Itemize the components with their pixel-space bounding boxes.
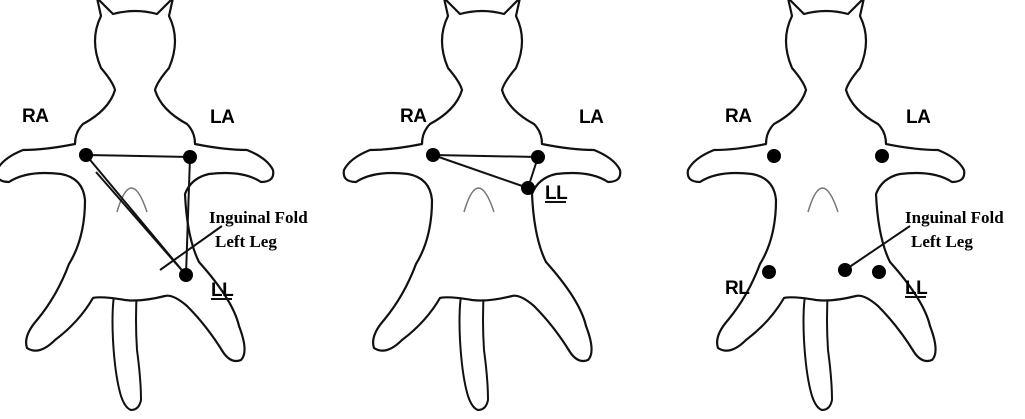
panel-3-label-ll: LL — [905, 278, 928, 299]
panel-2-label-ll: LL — [545, 183, 568, 204]
panel-1-electrode-ll — [179, 268, 193, 282]
panel-1-triangle-einthoven: RA LA LL Inguinal Fold Left Leg — [0, 0, 308, 410]
panel-1-label-ra: RA — [22, 106, 49, 127]
panel-2-electrode-la — [531, 150, 545, 164]
panel-3-note-inguinal-fold: Inguinal Fold — [905, 208, 1004, 227]
panel-3-electrode-rl — [762, 265, 776, 279]
panel-3-four-limb-placement: RA LA RL LL Inguinal Fold Left Leg — [688, 0, 1005, 410]
panel-3-note-left-leg: Left Leg — [911, 232, 973, 251]
panel-2-electrode-ra — [426, 148, 440, 162]
panel-1-note-left-leg: Left Leg — [215, 232, 277, 251]
panel-1-label-la: LA — [210, 107, 235, 128]
panel-3-electrode-la — [875, 149, 889, 163]
panel-2-chest-placement: RA LA LL — [344, 0, 621, 410]
panel-1-label-ll: LL — [211, 280, 234, 301]
panel-1-note-inguinal-fold: Inguinal Fold — [209, 208, 308, 227]
panel-3-electrode-inguinal — [838, 263, 852, 277]
panel-3-electrode-ll — [872, 265, 886, 279]
panel-2-label-la: LA — [579, 107, 604, 128]
panel-3-label-rl: RL — [725, 278, 750, 299]
panel-1-electrode-ra — [79, 148, 93, 162]
panel-3-label-ra: RA — [725, 106, 752, 127]
panel-3-electrode-ra — [767, 149, 781, 163]
panel-2-label-ra: RA — [400, 106, 427, 127]
panel-3-label-la: LA — [906, 107, 931, 128]
panel-2-electrode-ll — [521, 181, 535, 195]
panel-1-electrode-la — [183, 150, 197, 164]
